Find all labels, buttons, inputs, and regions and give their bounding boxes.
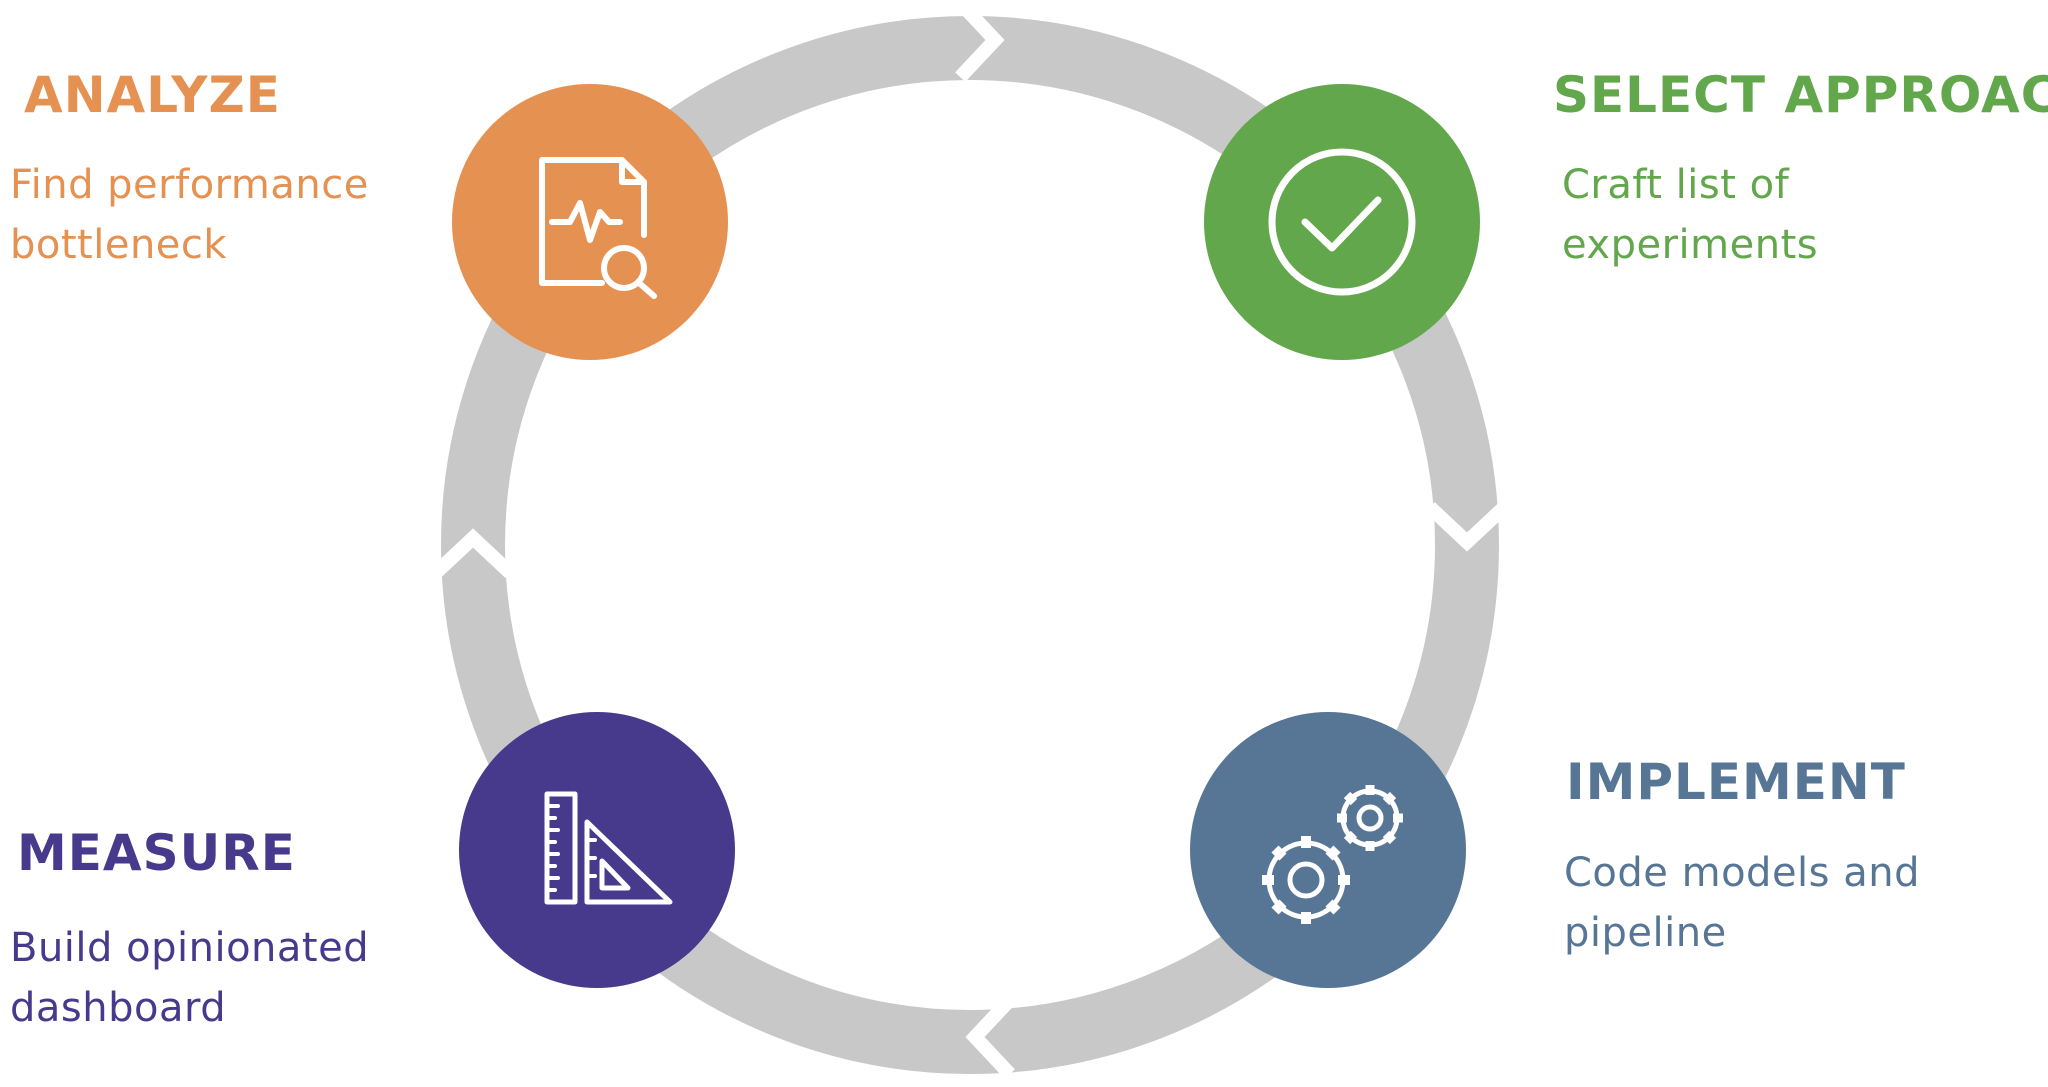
select-description-line-1: Craft list of <box>1562 162 1790 208</box>
measure-description: Build opinionated dashboard <box>10 918 369 1038</box>
select-approach-description: Craft list of experiments <box>1562 155 1818 275</box>
gears-icon <box>1262 785 1403 924</box>
measure-circle <box>459 712 735 988</box>
implement-title: IMPLEMENT <box>1566 753 1906 811</box>
implement-description-line-1: Code models and <box>1564 850 1920 896</box>
chevron-right-icon <box>1425 502 1509 552</box>
select-node <box>1204 84 1480 360</box>
implement-node <box>1190 712 1466 988</box>
measure-description-line-1: Build opinionated <box>10 925 370 971</box>
analyze-circle <box>452 84 728 360</box>
analyze-description-line-1: Find performance <box>10 162 369 208</box>
select-description-line-2: experiments <box>1562 222 1819 268</box>
measure-node <box>459 712 735 988</box>
check-circle-icon <box>1268 148 1416 296</box>
analyze-description: Find performance bottleneck <box>10 155 369 275</box>
chevron-bottom-icon <box>965 995 1015 1079</box>
chevron-top-icon <box>955 0 1005 82</box>
select-approach-title: SELECT APPROACH <box>1553 66 2048 124</box>
analyze-description-line-2: bottleneck <box>10 222 228 268</box>
implement-description-line-2: pipeline <box>1564 910 1727 956</box>
implement-description: Code models and pipeline <box>1564 843 1920 963</box>
ruler-triangle-icon <box>544 791 673 905</box>
select-circle <box>1204 84 1480 360</box>
analyze-node <box>452 84 728 360</box>
analyze-title: ANALYZE <box>24 66 281 124</box>
measure-description-line-2: dashboard <box>10 985 227 1031</box>
cycle-chevrons <box>431 0 1509 1079</box>
measure-title: MEASURE <box>17 824 296 882</box>
document-pulse-search-icon <box>539 157 657 299</box>
chevron-left-icon <box>431 528 515 578</box>
